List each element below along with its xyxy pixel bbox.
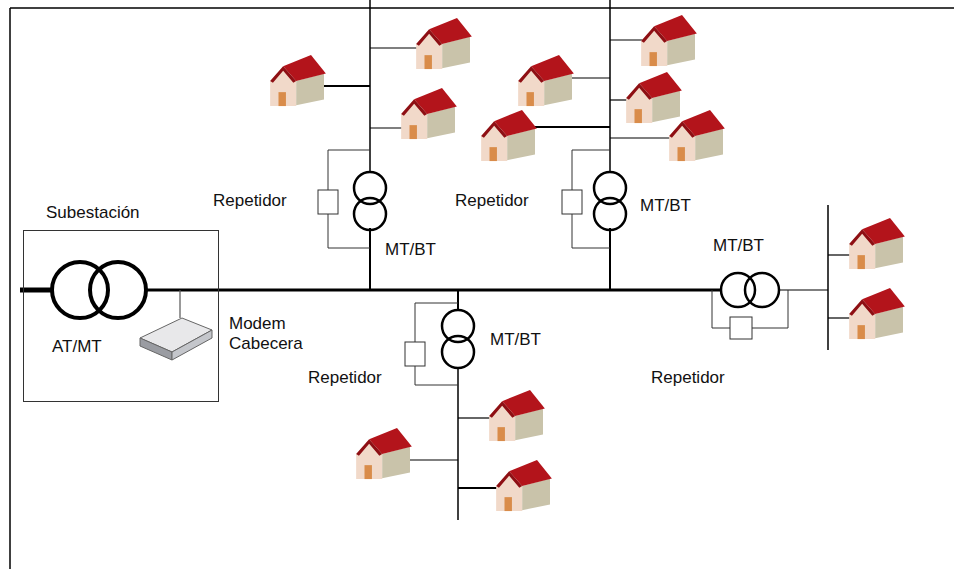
transformer-label: MT/BT <box>490 330 541 350</box>
repeater-label: Repetidor <box>651 368 725 388</box>
modem-label: Modem Cabecera <box>229 314 299 353</box>
substation-box: SubestaciónAT/MT <box>23 230 219 402</box>
repeater-label: Repetidor <box>455 191 529 211</box>
transformer-label: MT/BT <box>713 236 764 256</box>
substation-heading: Subestación <box>46 203 140 223</box>
transformer-label: AT/MT <box>52 337 102 357</box>
repeater-label: Repetidor <box>308 368 382 388</box>
repeater-label: Repetidor <box>213 191 287 211</box>
transformer-label: MT/BT <box>385 240 436 260</box>
transformer-label: MT/BT <box>640 196 691 216</box>
